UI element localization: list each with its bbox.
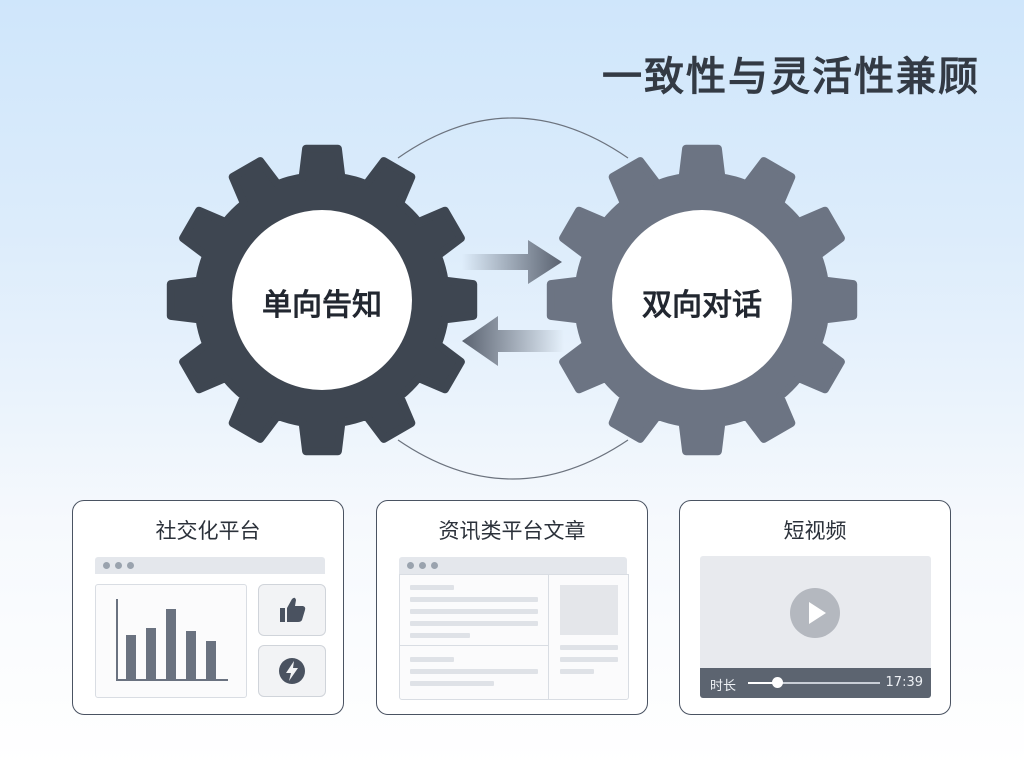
chart-x-axis: [116, 679, 228, 681]
connector-arc-bottom: [397, 439, 629, 480]
video-time: 17:39: [885, 675, 923, 690]
progress-slider-handle[interactable]: [772, 677, 784, 688]
chart-bar: [166, 609, 176, 679]
browser-bar: [95, 557, 325, 574]
arrow-left-icon: [462, 316, 564, 366]
text-line: [560, 645, 618, 650]
text-line: [410, 669, 538, 674]
chart-bar: [186, 631, 196, 679]
connector-arc-top: [397, 117, 629, 159]
divider-vertical: [548, 575, 550, 699]
page-title: 一致性与灵活性兼顾: [602, 54, 980, 100]
progress-track[interactable]: [748, 677, 880, 688]
arrow-right-icon: [462, 240, 562, 284]
text-line: [410, 633, 470, 638]
progress-fill: [748, 682, 778, 684]
chart-y-axis: [116, 599, 118, 679]
card-title: 短视频: [783, 519, 847, 543]
gear-right-icon: [546, 144, 858, 456]
text-line: [560, 669, 594, 674]
thumbs-up-icon: [280, 597, 306, 622]
text-line: [410, 597, 538, 602]
video-controls: 时长 17:39: [700, 668, 931, 698]
divider-horizontal: [400, 645, 548, 647]
card-news-article: 资讯类平台文章: [376, 500, 648, 715]
image-placeholder: [560, 585, 618, 635]
card-title: 社交化平台: [155, 519, 261, 543]
gear-left-icon: [166, 144, 478, 456]
chart-bar: [146, 628, 156, 679]
chart-bar: [126, 635, 136, 679]
browser-bar: [399, 557, 627, 574]
text-line: [560, 657, 618, 662]
card-title: 资讯类平台文章: [438, 519, 586, 543]
bar-chart: [126, 599, 226, 679]
gear-left-label: 单向告知: [262, 288, 382, 323]
like-button[interactable]: [258, 584, 326, 636]
text-line: [410, 585, 454, 590]
gear-diagram: [166, 117, 858, 480]
text-line: [410, 621, 538, 626]
card-short-video: 短视频 时长 17:39: [679, 500, 951, 715]
text-line: [410, 609, 538, 614]
text-line: [410, 657, 454, 662]
play-button-icon[interactable]: [789, 587, 841, 639]
duration-label: 时长: [710, 679, 737, 694]
video-player[interactable]: 时长 17:39: [700, 556, 931, 698]
card-social-platform: 社交化平台: [72, 500, 344, 715]
bar-chart-panel: [95, 584, 247, 698]
chart-bar: [206, 641, 216, 679]
lightning-icon: [279, 658, 305, 684]
share-button[interactable]: [258, 645, 326, 697]
text-line: [410, 681, 494, 686]
gear-right-label: 双向对话: [642, 288, 762, 323]
article-panel: [399, 574, 629, 700]
